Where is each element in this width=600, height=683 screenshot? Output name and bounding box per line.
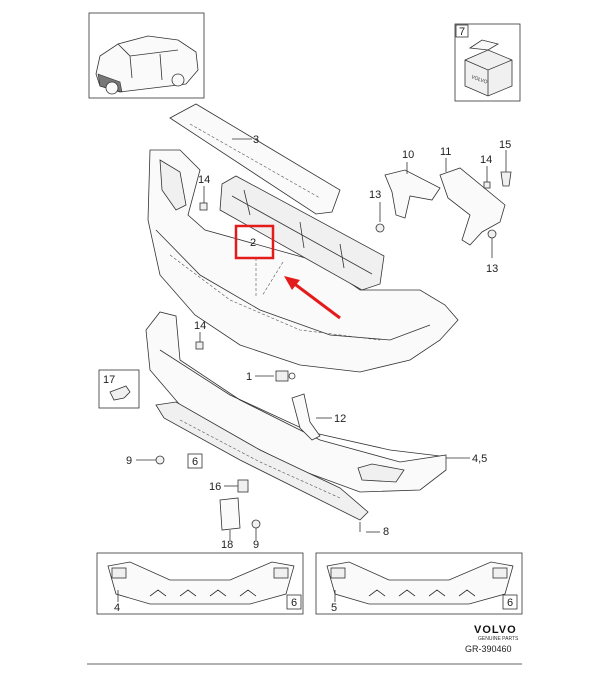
callout-2: 2 [250, 237, 256, 249]
callout-1: 1 [246, 371, 252, 383]
bracket-18: 18 [219, 497, 241, 551]
callout-12: 12 [334, 413, 346, 425]
bracket-11: 11 14 15 13 [439, 139, 512, 275]
clip-16: 16 [209, 479, 249, 493]
footer-brand-sub: GENUINE PARTS [478, 636, 519, 642]
variant-left-ref: 6 [291, 597, 297, 609]
variant-panel-left: 4 6 [96, 552, 304, 615]
box-item-17: 17 [98, 369, 140, 409]
fastener-9-left: 9 [126, 455, 165, 467]
callout-14-right: 14 [480, 154, 492, 166]
upper-bumper-cover [147, 149, 459, 373]
callout-14-lower: 14 [194, 320, 206, 332]
vehicle-thumbnail [88, 12, 205, 99]
bracket-10: 10 13 [369, 149, 441, 233]
callout-15: 15 [499, 139, 511, 151]
trim-strip-3: 3 [169, 103, 341, 215]
callout-14-upper: 14 [198, 174, 210, 186]
footer-brand: VOLVO [474, 624, 517, 636]
callout-16: 16 [209, 481, 221, 493]
pointer-arrow [284, 276, 341, 320]
footer-ref-code: GR-390460 [465, 644, 512, 654]
callout-7: 7 [459, 26, 465, 38]
fastener-9-lower: 9 [251, 519, 261, 551]
callout-6: 6 [192, 456, 198, 468]
callout-9-lower: 9 [253, 539, 259, 551]
callout-8: 8 [383, 526, 389, 538]
callout-13-right: 13 [486, 263, 498, 275]
callout-3: 3 [253, 134, 259, 146]
clip-14-upper: 14 [198, 174, 210, 211]
highlight-box-2 [234, 224, 275, 260]
variant-right-ref: 6 [507, 597, 513, 609]
callout-11: 11 [440, 146, 451, 158]
clip-14-lower: 14 [194, 320, 206, 350]
callout-17: 17 [103, 374, 115, 386]
callout-13-left: 13 [369, 189, 381, 201]
grommet-1: 1 [246, 370, 296, 383]
callout-4-5: 4,5 [472, 453, 487, 465]
lower-diffuser-6: 6 8 [155, 401, 389, 538]
callout-10: 10 [402, 149, 414, 161]
callout-18: 18 [221, 539, 233, 551]
variant-right-part: 5 [331, 602, 337, 614]
box-brand-label: VOLVO [470, 74, 488, 85]
variant-panel-right: 5 6 [315, 552, 523, 615]
variant-left-part: 4 [114, 602, 120, 614]
box-item-7: 7 VOLVO [454, 23, 521, 102]
callout-9-left: 9 [126, 455, 132, 467]
footer: VOLVO GENUINE PARTS GR-390460 [87, 624, 522, 665]
reinforcement-beam-2 [219, 175, 385, 297]
bracket-12: 12 [291, 393, 346, 441]
